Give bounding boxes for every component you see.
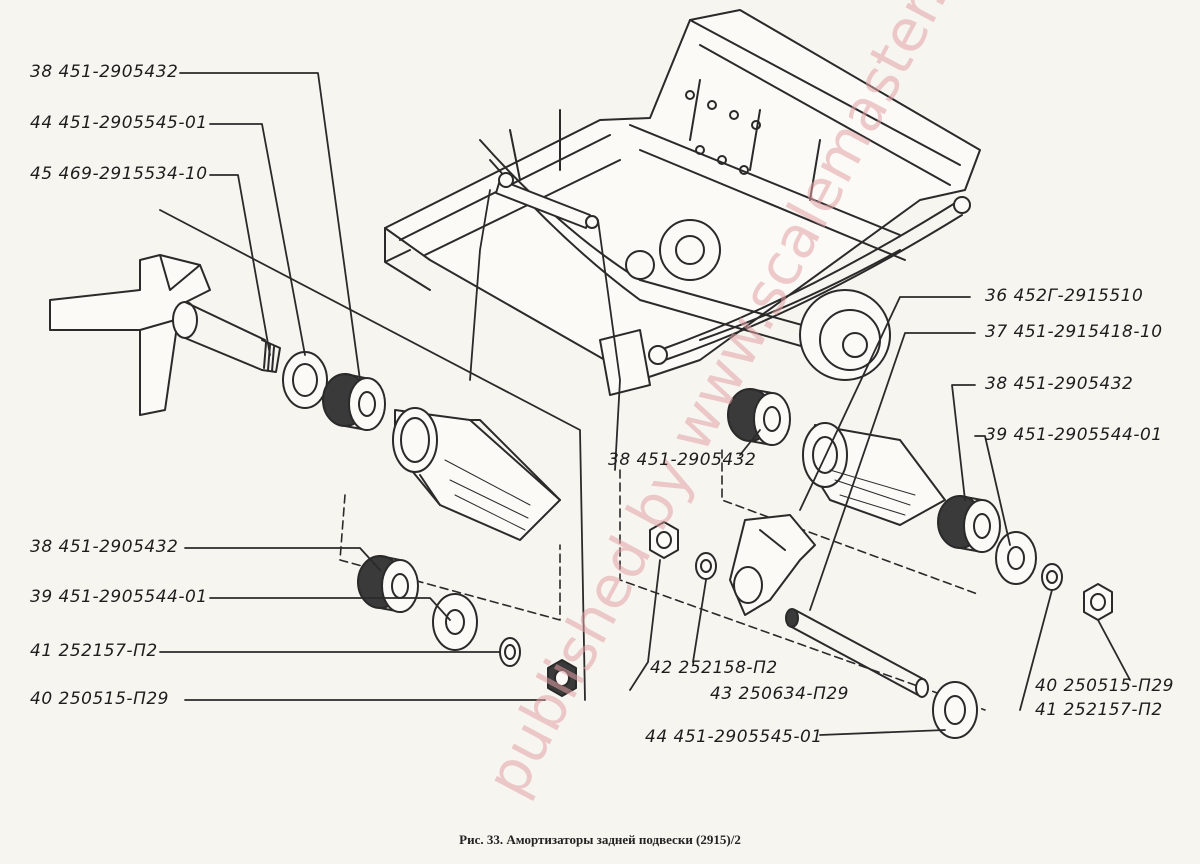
left-dashed-guide [339, 494, 561, 621]
label-36-right: 36 452Г-2915510 [985, 286, 1144, 306]
label-41-left: 41 252157-П2 [30, 641, 158, 661]
left-shock-absorber [392, 407, 561, 541]
right-washer-44 [932, 681, 978, 739]
label-43-right: 43 250634-П29 [710, 684, 849, 704]
label-42-right: 42 252158-П2 [650, 658, 778, 678]
label-40-right: 40 250515-П29 [1035, 676, 1174, 696]
right-washer-39 [995, 531, 1037, 585]
right-pin-37 [785, 608, 929, 698]
label-41-right: 41 252157-П2 [1035, 700, 1163, 720]
left-pin-bolt [172, 301, 281, 373]
figure-caption: Рис. 33. Амортизаторы задней подвески (2… [459, 832, 741, 847]
leader-lines [159, 72, 1131, 736]
right-lockwasher-41 [1041, 563, 1063, 591]
chassis-frame [384, 9, 981, 396]
right-bushing-38-b [937, 495, 1001, 553]
left-washer-39 [432, 593, 478, 651]
left-bushing-38-bottom [357, 555, 419, 613]
left-washer-44 [282, 351, 328, 409]
label-37-right: 37 451-2915418-10 [985, 322, 1163, 342]
left-nut-40 [547, 659, 577, 697]
right-bushing-38-a [727, 388, 791, 446]
label-44-right: 44 451-2905545-01 [645, 727, 823, 747]
label-38-left-top: 38 451-2905432 [30, 62, 179, 82]
right-nut-40 [1083, 583, 1113, 621]
label-38-left-bottom: 38 451-2905432 [30, 537, 179, 557]
right-washer-42 [695, 552, 717, 580]
label-39-right: 39 451-2905544-01 [985, 425, 1163, 445]
label-38-right-mid: 38 451-2905432 [608, 450, 757, 470]
left-lockwasher-41 [499, 637, 521, 667]
left-bracket [49, 254, 211, 416]
label-40-left: 40 250515-П29 [30, 689, 169, 709]
right-nut-43 [649, 521, 679, 559]
left-bushing-38-top [322, 373, 386, 431]
label-38-right-top: 38 451-2905432 [985, 374, 1134, 394]
label-45-left: 45 469-2915534-10 [30, 164, 208, 184]
label-44-left: 44 451-2905545-01 [30, 113, 208, 133]
label-39-left: 39 451-2905544-01 [30, 587, 208, 607]
right-bracket-36 [729, 514, 816, 616]
right-shock-absorber [802, 422, 946, 526]
